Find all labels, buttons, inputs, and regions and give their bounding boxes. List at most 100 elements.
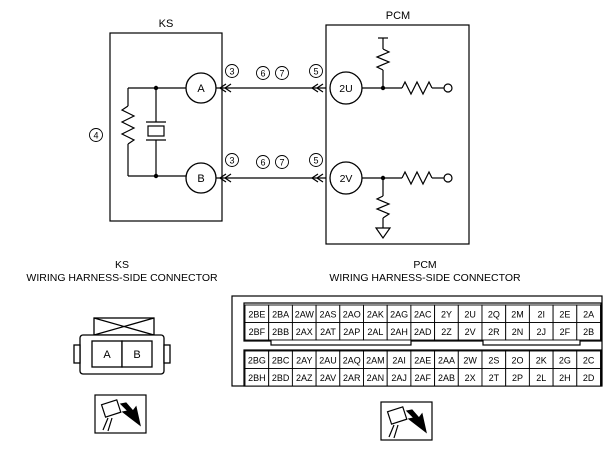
ks-connector-caption-1: KS xyxy=(115,259,129,271)
pcm-2u-pullup-resistor xyxy=(375,48,391,71)
pcm-pin-label: 2I xyxy=(538,310,546,320)
pcm-pin-label: 2BE xyxy=(248,310,265,320)
pcm-title: PCM xyxy=(386,10,410,22)
pcm-pin-label: 2AR xyxy=(343,373,361,383)
pcm-pin-label: 2AW xyxy=(295,310,315,320)
pcm-pin-label: 2AM xyxy=(366,356,385,366)
pcm-pin-label: 2Z xyxy=(441,327,452,337)
pcm-pin-cell xyxy=(576,368,601,387)
pcm-pin-label: 2R xyxy=(488,327,500,337)
ks-connector-face xyxy=(73,317,171,375)
pcm-pin-label: 2AP xyxy=(343,327,360,337)
pcm-pin-label: 2W xyxy=(463,356,477,366)
pcm-2u-output-terminal xyxy=(443,83,453,93)
pcm-pin-label: 2AA xyxy=(438,356,455,366)
pcm-pin-label: 2F xyxy=(560,327,571,337)
pcm-pin-label: 2AN xyxy=(367,373,385,383)
pcm-pin-label: 2BC xyxy=(272,356,290,366)
pcm-pin-label: 2Q xyxy=(488,310,500,320)
connector-view-direction-icon xyxy=(94,394,147,434)
pcm-pin-label: 2U xyxy=(464,310,476,320)
ks-terminal-b-label: B xyxy=(197,173,204,185)
ks-connector-pin-a: A xyxy=(103,349,111,361)
pcm-pin-label: 2B xyxy=(583,327,594,337)
callout-wire-bot-1: 6 xyxy=(260,158,265,168)
pcm-pin-label: 2E xyxy=(559,310,570,320)
callout-pcm-2u: 5 xyxy=(313,67,318,77)
pcm-pin-label: 2X xyxy=(465,373,476,383)
callout-wire-top-1: 6 xyxy=(260,69,265,79)
pcm-pin-label: 2AV xyxy=(320,373,336,383)
pcm-pin-label: 2M xyxy=(511,310,524,320)
pcm-pin-label: 2AI xyxy=(392,356,406,366)
pcm-terminal-2u-label: 2U xyxy=(339,83,352,95)
pcm-pin-cell xyxy=(576,322,601,341)
ks-piezo-element xyxy=(147,125,165,137)
pcm-pin-label: 2AT xyxy=(320,327,336,337)
pcm-pin-label: 2AU xyxy=(319,356,337,366)
pcm-pin-label: 2AF xyxy=(415,373,432,383)
pcm-pin-label: 2AJ xyxy=(391,373,407,383)
pcm-pin-label: 2H xyxy=(559,373,571,383)
ground-symbol xyxy=(374,227,392,240)
pcm-pin-label: 2AZ xyxy=(296,373,313,383)
pcm-pin-label: 2D xyxy=(583,373,595,383)
pcm-pin-label: 2AH xyxy=(390,327,408,337)
pcm-pin-label: 2G xyxy=(559,356,571,366)
pcm-pin-label: 2BF xyxy=(249,327,266,337)
pcm-pin-label: 2L xyxy=(536,373,546,383)
pcm-pin-label: 2N xyxy=(512,327,524,337)
pcm-2u-series-resistor xyxy=(401,80,433,96)
ks-connector-caption-2: WIRING HARNESS-SIDE CONNECTOR xyxy=(26,272,218,284)
pcm-pin-label: 2J xyxy=(537,327,547,337)
pcm-pin-label: 2BH xyxy=(248,373,266,383)
pcm-pin-label: 2A xyxy=(583,310,594,320)
pcm-pin-label: 2AG xyxy=(390,310,408,320)
pcm-pin-label: 2AD xyxy=(414,327,432,337)
pcm-2v-output-terminal xyxy=(443,173,453,183)
callout-wire-top-2: 7 xyxy=(279,69,284,79)
pcm-pin-label: 2C xyxy=(583,356,595,366)
pcm-connector-caption-2: WIRING HARNESS-SIDE CONNECTOR xyxy=(329,272,521,284)
pcm-pin-label: 2BD xyxy=(272,373,290,383)
pcm-pin-label: 2BA xyxy=(272,310,289,320)
pcm-pin-label: 2AY xyxy=(296,356,312,366)
pcm-pin-label: 2AC xyxy=(414,310,432,320)
pcm-pin-label: 2AK xyxy=(367,310,384,320)
pcm-2v-pulldown-resistor xyxy=(375,195,391,219)
pcm-pin-label: 2AB xyxy=(438,373,455,383)
pcm-pin-label: 2Y xyxy=(441,310,452,320)
pcm-connector-view-direction-icon xyxy=(380,401,433,441)
callout-ks-b: 3 xyxy=(229,156,234,166)
pcm-pin-label: 2AX xyxy=(296,327,313,337)
ks-connector-pin-b: B xyxy=(133,349,140,361)
callout-ks-a: 3 xyxy=(229,67,234,77)
pcm-pin-label: 2T xyxy=(489,373,500,383)
callout-side: 4 xyxy=(93,131,98,141)
pcm-pin-label: 2S xyxy=(488,356,499,366)
pcm-connector-pin-grid: 2BE 2BA 2AW 2AS 2AO 2AK 2AG 2AC 2Y 2U 2Q 2M 2I 2E 2A 2B… xyxy=(244,304,601,387)
pcm-pin-label: 2AO xyxy=(343,310,361,320)
ks-resistor xyxy=(120,105,136,145)
pcm-pin-label: 2AS xyxy=(319,310,336,320)
pcm-pin-label: 2P xyxy=(512,373,523,383)
pcm-terminal-2v-label: 2V xyxy=(340,173,353,185)
pcm-box xyxy=(325,24,470,245)
pcm-pin-label: 2AL xyxy=(367,327,383,337)
pcm-pin-label: 2BB xyxy=(272,327,289,337)
callout-wire-bot-2: 7 xyxy=(279,158,284,168)
pcm-pin-label: 2BG xyxy=(248,356,266,366)
pcm-2v-series-resistor xyxy=(401,170,433,186)
ks-title: KS xyxy=(159,18,174,30)
pcm-pin-label: 2K xyxy=(536,356,547,366)
pcm-pin-label: 2AQ xyxy=(343,356,361,366)
pcm-connector-caption-1: PCM xyxy=(413,259,436,271)
ks-box xyxy=(109,32,223,222)
ks-terminal-a-label: A xyxy=(197,83,205,95)
pcm-pin-label: 2O xyxy=(511,356,523,366)
pcm-pin-label: 2AE xyxy=(414,356,431,366)
pcm-pin-label: 2V xyxy=(465,327,476,337)
callout-pcm-2v: 5 xyxy=(313,156,318,166)
